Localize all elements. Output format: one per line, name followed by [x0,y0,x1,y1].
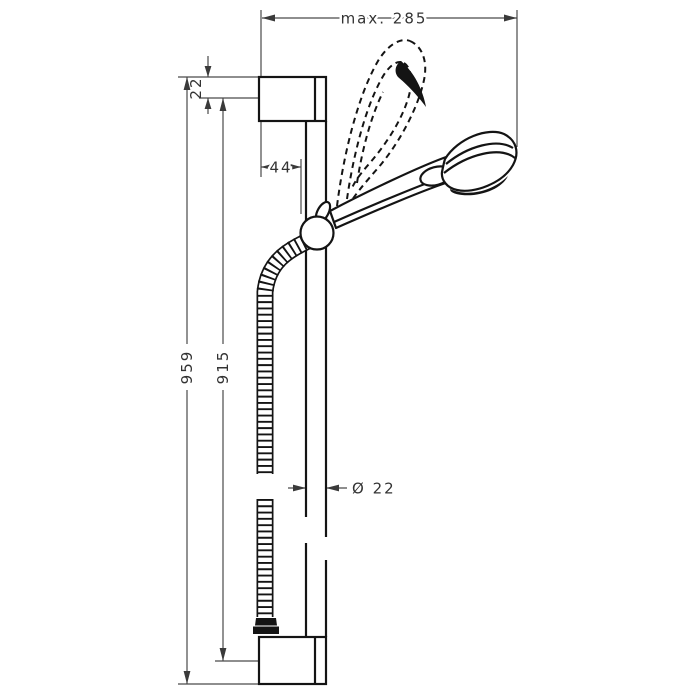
arrowhead-left-icon [261,163,273,171]
arrowhead-down-icon [204,66,212,77]
dim-label-overall-height: 959 [178,350,196,385]
holder-knob [299,215,335,251]
dim-label-top-offset: 22 [187,76,205,99]
head-body [440,130,518,192]
head-stripe-2 [443,151,516,174]
arrowhead-left-icon [262,14,275,22]
spray-face-edge-dashed [395,61,426,107]
head-stripe-1 [445,142,514,165]
hand-shower-head [419,130,518,196]
dim-label-wall-distance: 44 [269,159,292,177]
arrowhead-right-icon [504,14,517,22]
dim-label-bar-diameter: Ø 22 [352,480,396,498]
hose-connector-nut [253,618,279,634]
arrowhead-right-icon [289,163,301,171]
dim-label-bracket-spacing: 915 [214,350,232,385]
dim-label-max-reach: max. 285 [341,10,428,28]
arrowhead-up-icon [204,98,212,109]
arrowhead-up-icon [219,98,227,111]
shower-hose [256,232,314,617]
hand-shower-alternate-position [336,39,427,211]
dimension-lines: max. 285 22 44 959 915 [178,7,518,685]
arrowhead-right-icon [293,484,306,492]
arrowhead-down-icon [183,671,191,684]
product-drawing [253,39,518,686]
spray-face-edge [450,176,508,196]
arrowhead-left-icon [326,484,339,492]
arrowhead-up-icon [183,77,191,90]
arrowhead-down-icon [219,648,227,661]
slider-holder [299,200,335,251]
wall-bar [304,121,328,637]
